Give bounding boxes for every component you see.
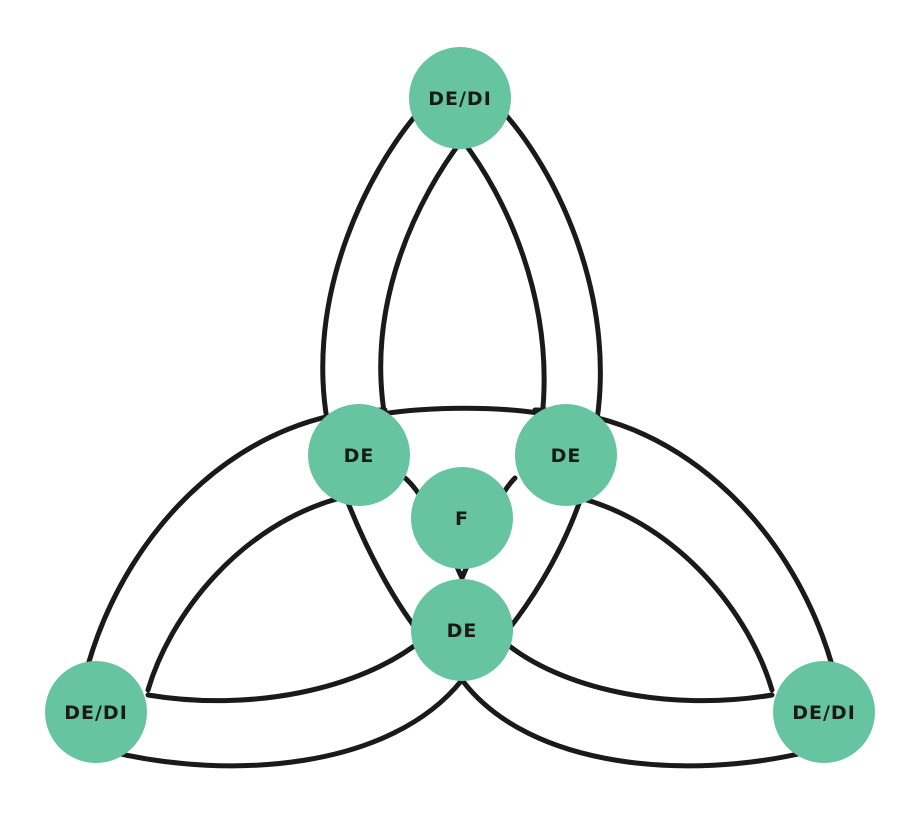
arc-right-outer-bottom (459, 677, 810, 769)
node-top-label: DE/DI (428, 88, 492, 110)
arc-top-inner-right (459, 137, 547, 421)
node-left-mid-circle (308, 404, 410, 506)
node-center-label: F (455, 508, 469, 530)
arc-left-inner-bottom (145, 637, 425, 704)
nodes: DE/DI DE DE F DE DE/DI DE/DI (45, 47, 875, 763)
arc-left-outer-bottom (109, 677, 465, 769)
node-left-mid-label: DE (344, 445, 375, 467)
node-bottom-right-circle (773, 661, 875, 763)
node-right-mid-circle (515, 404, 617, 506)
node-bottom-mid-label: DE (447, 620, 478, 642)
node-bottom-right: DE/DI (773, 661, 875, 763)
node-top-circle (409, 47, 511, 149)
node-bottom-mid-circle (411, 579, 513, 681)
node-bottom-left-label: DE/DI (64, 702, 128, 724)
node-bottom-left: DE/DI (45, 661, 147, 763)
arc-top-outer-right (490, 99, 603, 458)
node-bottom-right-label: DE/DI (792, 702, 856, 724)
node-right-mid-label: DE (551, 445, 582, 467)
node-bottom-left-circle (45, 661, 147, 763)
arc-right-inner-top (577, 495, 775, 693)
arc-left-inner-top (145, 495, 343, 693)
node-left-mid: DE (308, 404, 410, 506)
node-center: F (411, 467, 513, 569)
arc-top-outer-left (320, 99, 431, 458)
node-top: DE/DI (409, 47, 511, 149)
node-center-circle (411, 467, 513, 569)
arc-right-inner-bottom (499, 637, 775, 704)
arc-top-inner-left (378, 137, 465, 421)
node-right-mid: DE (515, 404, 617, 506)
node-bottom-mid: DE (411, 579, 513, 681)
